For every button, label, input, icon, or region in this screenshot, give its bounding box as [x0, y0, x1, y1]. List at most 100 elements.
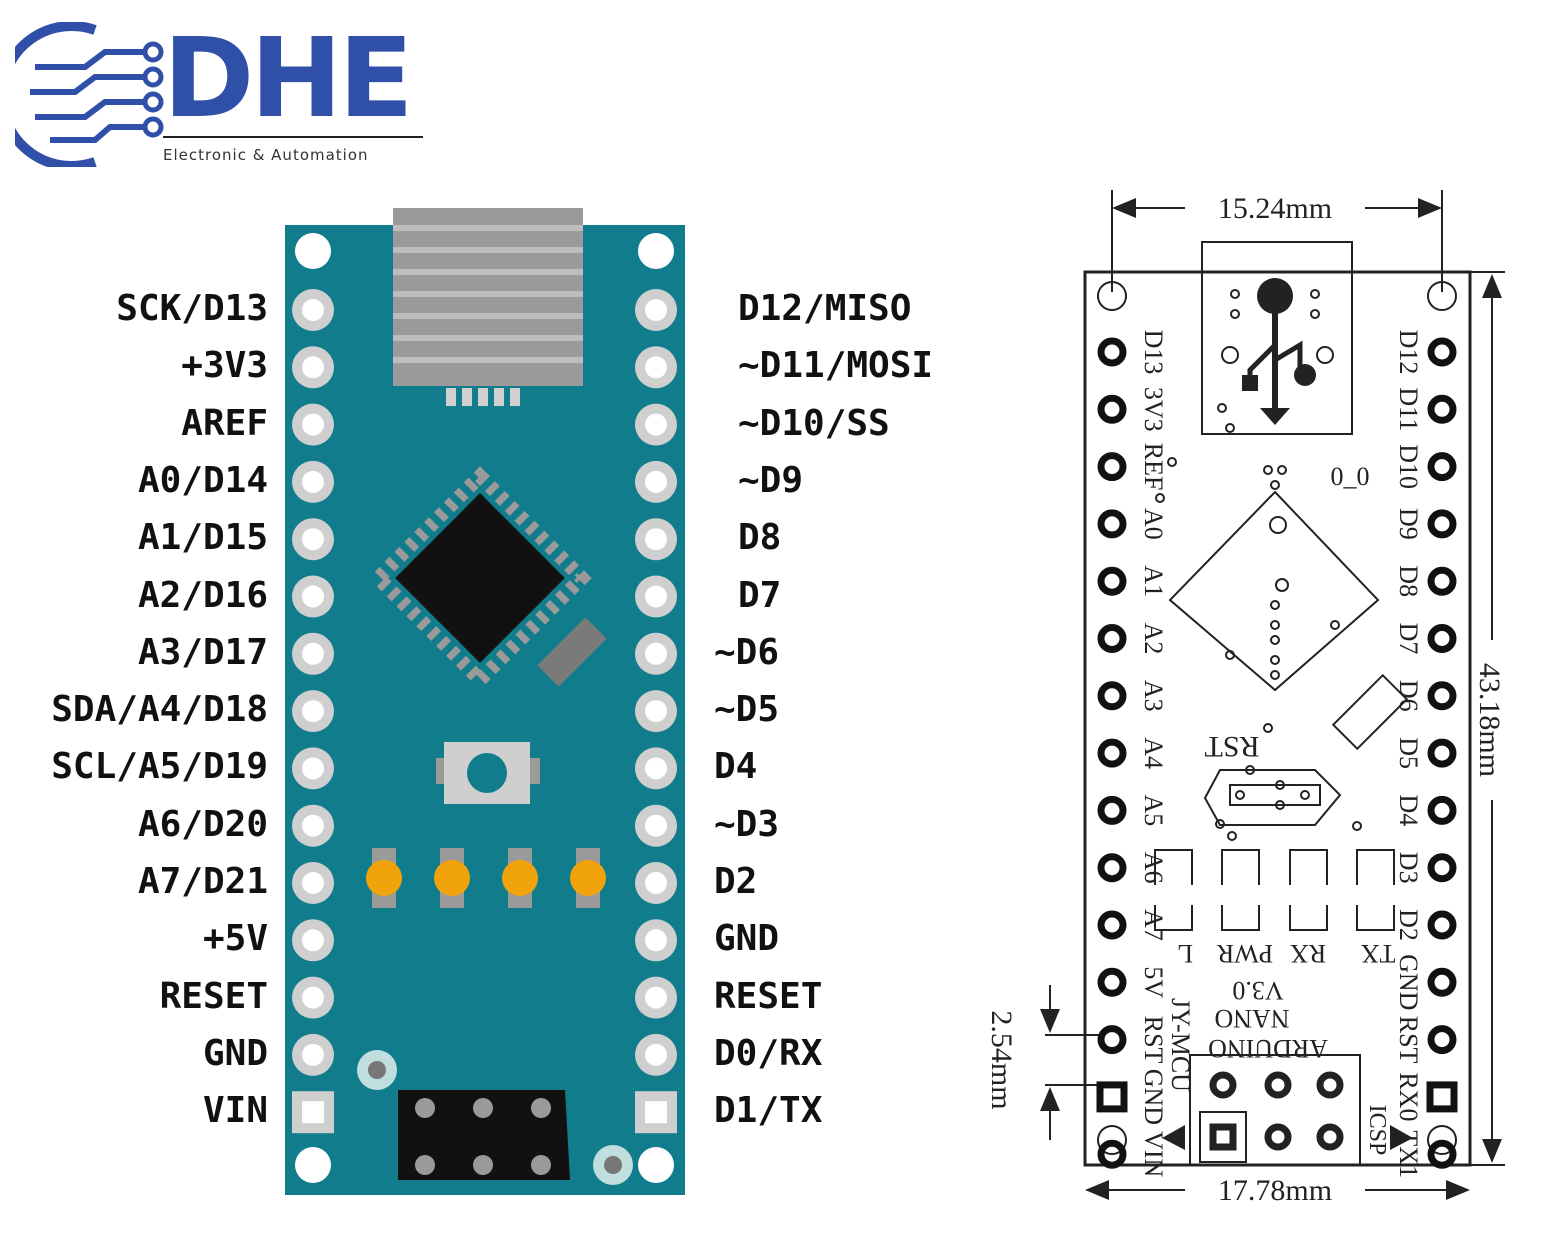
header-pin — [292, 632, 334, 675]
header-pin — [635, 289, 677, 331]
drawing-right-silk: D6 — [1394, 680, 1423, 712]
dim-pitch: 2.54mm — [985, 1010, 1018, 1109]
drawing-left-silk: 5V — [1139, 966, 1168, 998]
header-pin — [635, 976, 677, 1019]
left-pin-label: +5V — [202, 918, 268, 960]
right-pin-label: D8 — [738, 517, 782, 559]
right-pin-label: D4 — [714, 746, 758, 788]
drawing-pin-square — [1096, 1081, 1128, 1113]
led-silk-label: RX — [1290, 939, 1326, 968]
right-pin-label: ~D10/SS — [738, 402, 890, 444]
led-silk-label: TX — [1360, 939, 1395, 968]
drawing-right-silk: D3 — [1394, 852, 1423, 884]
nano-board-illustration — [285, 208, 685, 1195]
drawing-right-silk: D12 — [1394, 330, 1423, 375]
drawing-right-silk: D2 — [1394, 909, 1423, 941]
header-pin — [292, 575, 334, 618]
drawing-pin — [1097, 509, 1127, 539]
header-pin — [292, 518, 334, 561]
header-pin — [635, 862, 677, 904]
header-pin — [292, 346, 334, 389]
drawing-pin — [1427, 566, 1457, 596]
pin1-marker-right-icon — [1390, 1125, 1413, 1150]
mcu-footprint — [1155, 457, 1380, 841]
header-pin — [292, 690, 334, 733]
drawing-pin — [1097, 624, 1127, 653]
silk-v30: V3.0 — [1232, 976, 1283, 1005]
drawing-left-silk: 3V3 — [1139, 387, 1168, 432]
header-pin — [635, 804, 677, 847]
left-pin-label: +3V3 — [181, 345, 268, 387]
header-pin-square — [635, 1091, 677, 1134]
drawing-pin — [1097, 1025, 1127, 1055]
right-pin-label: ~D9 — [738, 459, 804, 501]
pcb — [285, 225, 685, 1195]
logo-title: DHE — [163, 14, 414, 142]
drawing-pin — [1097, 394, 1127, 424]
reset-footprint — [1203, 769, 1342, 826]
right-pin-label: D7 — [738, 574, 782, 616]
header-pin — [292, 1033, 334, 1076]
header-pin — [635, 1033, 677, 1076]
drawing-pin — [1427, 394, 1457, 424]
left-pin-label: A3/D17 — [137, 631, 268, 673]
drawing-right-silk: D9 — [1394, 508, 1423, 540]
header-pin — [292, 289, 334, 331]
drawing-right-silk: D11 — [1394, 387, 1423, 431]
header-pin — [292, 747, 334, 790]
drawing-left-silk: A7 — [1139, 909, 1168, 941]
drawing-left-silk: A2 — [1139, 623, 1168, 655]
drawing-pin — [1427, 624, 1457, 653]
icsp-footprint — [1189, 1054, 1361, 1166]
mechanical-drawing: 15.24mm 17.78mm 43.18mm 2.54mm — [985, 190, 1506, 1207]
header-pin — [635, 747, 677, 790]
dim-width-top: 15.24mm — [1218, 192, 1332, 225]
drawing-left-silk: GND — [1139, 1069, 1168, 1125]
drawing-left-silk: A3 — [1139, 680, 1168, 712]
left-pin-label: A2/D16 — [137, 574, 268, 616]
drawing-pin — [1427, 910, 1457, 940]
mounting-holes — [295, 233, 674, 1185]
header-pin — [635, 575, 677, 618]
right-pin-label: ~D11/MOSI — [738, 345, 934, 387]
left-pin-label: SCL/A5/D19 — [51, 746, 268, 788]
drawing-left-silk: A6 — [1139, 852, 1168, 884]
drawing-pin — [1427, 1139, 1457, 1169]
header-pin-square — [292, 1091, 334, 1134]
drawing-pin — [1427, 853, 1457, 883]
right-pin-label: ~D3 — [714, 803, 780, 845]
header-pin — [292, 403, 334, 446]
crystal — [537, 617, 607, 687]
drawing-right-silk: D5 — [1394, 737, 1423, 769]
drawing-pin — [1427, 795, 1457, 825]
drawing-mount-holes — [1097, 281, 1457, 1155]
drawing-pin — [1097, 853, 1127, 883]
header-pins — [292, 289, 677, 1134]
led-footprints — [1154, 849, 1395, 931]
drawing-left-silk: REF — [1139, 443, 1168, 491]
left-pin-label: A6/D20 — [137, 803, 268, 845]
right-pin-label: ~D6 — [714, 631, 780, 673]
drawing-pin-square — [1426, 1081, 1458, 1113]
led-silk-label: PWR — [1216, 939, 1273, 968]
drawing-right-silk: D8 — [1394, 565, 1423, 597]
left-pin-label: A0/D14 — [137, 459, 268, 501]
drawing-right-silk: GND — [1394, 954, 1423, 1010]
reset-button[interactable] — [436, 742, 540, 804]
drawing-header-pins: D133V3REFA0A1A2A3A4A5A6A75VRSTGNDVIND12D… — [1096, 330, 1458, 1178]
pin1-marker-left-icon — [1162, 1125, 1185, 1150]
right-pin-label: GND — [714, 918, 780, 960]
drawing-right-silk: RST — [1394, 1016, 1423, 1064]
header-pin — [635, 518, 677, 561]
drawing-left-silk: VIN — [1139, 1131, 1168, 1177]
logo-subtitle: Electronic & Automation — [163, 146, 369, 164]
right-pin-label: D0/RX — [714, 1032, 823, 1074]
right-pin-label: ~D5 — [714, 689, 780, 731]
drawing-left-silk: A1 — [1139, 565, 1168, 597]
left-pin-label: A7/D21 — [137, 861, 268, 902]
header-pin — [635, 460, 677, 503]
silk-o0: 0_0 — [1331, 462, 1370, 491]
drawing-pin — [1427, 967, 1457, 997]
crystal-footprint — [1331, 673, 1409, 751]
left-pin-label: GND — [202, 1032, 268, 1074]
